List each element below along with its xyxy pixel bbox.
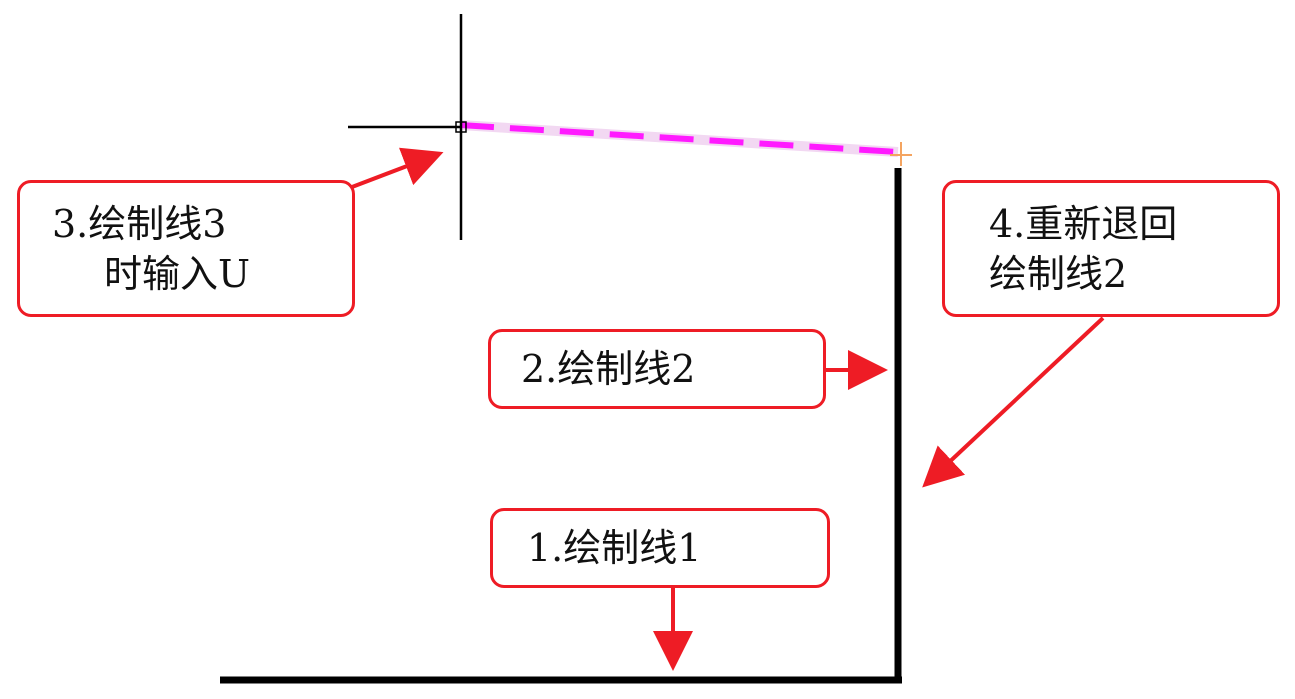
callout-step-2-text: 2.绘制线2 (521, 347, 696, 391)
preview-line-3-dashes (459, 122, 899, 155)
callout-step-4-line1: 4.重新退回 (989, 202, 1178, 246)
crosshair-cursor-icon (348, 14, 467, 240)
callout-step-4: 4.重新退回 绘制线2 (942, 180, 1280, 317)
callout-step-3-line2: 时输入U (104, 252, 251, 296)
callout-step-1-text: 1.绘制线1 (527, 526, 702, 570)
callout-step-3: 3.绘制线3 时输入U (17, 180, 355, 317)
callout-step-3-line1: 3.绘制线3 (52, 202, 227, 246)
callout-step-2: 2.绘制线2 (488, 329, 826, 409)
endpoint-snap-marker-icon (890, 142, 912, 166)
callout-3-arrow (351, 147, 444, 189)
callout-step-4-line2: 绘制线2 (989, 252, 1128, 296)
callout-step-1: 1.绘制线1 (490, 508, 830, 588)
callout-4-arrow (922, 316, 1105, 488)
